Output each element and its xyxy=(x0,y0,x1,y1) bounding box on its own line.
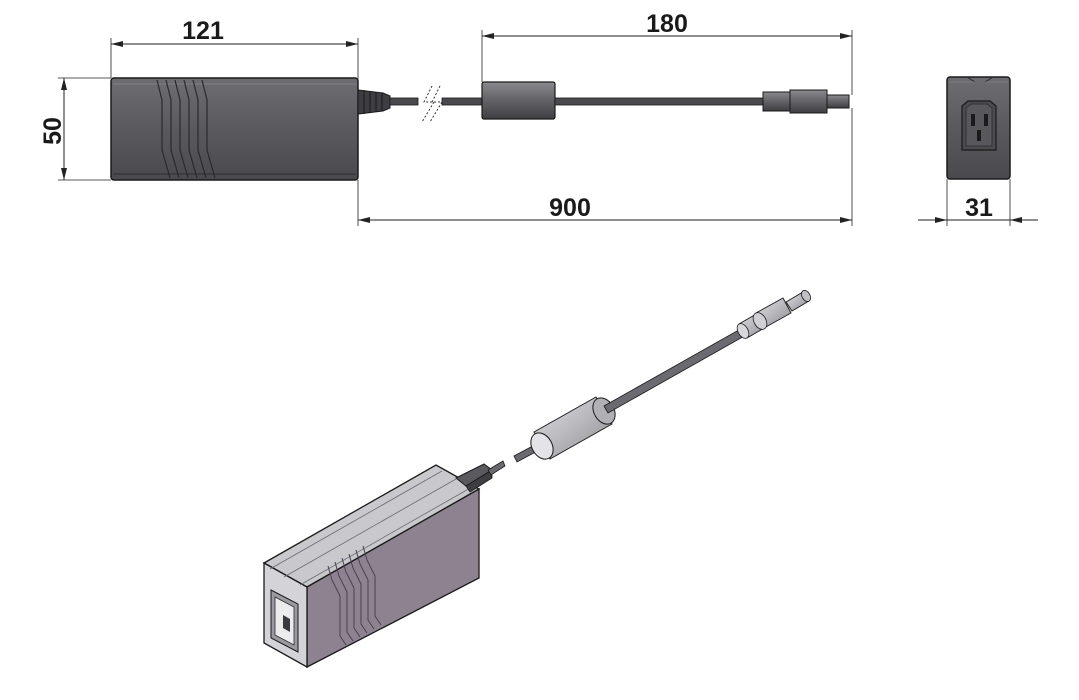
iso-cable-long xyxy=(603,326,749,414)
end-view: 31 xyxy=(918,76,1038,226)
cable-break-symbol xyxy=(421,85,443,123)
dim-length-label: 121 xyxy=(182,17,224,45)
iec-socket xyxy=(961,100,997,151)
dimension-cable-length: 900 xyxy=(357,108,853,226)
dim-cable-label: 900 xyxy=(549,194,591,222)
cable-segment-3 xyxy=(554,97,764,106)
cable-segment-2 xyxy=(441,97,483,106)
dimension-ferrite-to-end: 180 xyxy=(481,10,853,95)
dim-width-label: 31 xyxy=(965,194,993,222)
iso-dc-plug xyxy=(736,290,811,339)
ferrite-core xyxy=(481,81,556,120)
top-view: 121 50 180 900 xyxy=(39,10,853,226)
adapter-body xyxy=(110,77,359,181)
dimension-length: 121 xyxy=(110,17,359,88)
isometric-view xyxy=(262,290,811,669)
iso-socket xyxy=(270,589,299,653)
iso-grip-ridges xyxy=(327,545,382,646)
dim-ferrite-label: 180 xyxy=(646,10,688,38)
dimension-height: 50 xyxy=(39,77,111,181)
iso-ferrite-core xyxy=(530,396,616,460)
strain-relief xyxy=(357,89,391,115)
iso-cable-stub xyxy=(487,460,506,476)
dim-height-label: 50 xyxy=(39,117,67,145)
grip-ridges xyxy=(156,79,216,179)
dc-plug xyxy=(762,89,850,114)
iso-strain-relief xyxy=(455,463,493,493)
cable-segment-1 xyxy=(389,97,419,106)
dimension-width: 31 xyxy=(918,179,1038,226)
